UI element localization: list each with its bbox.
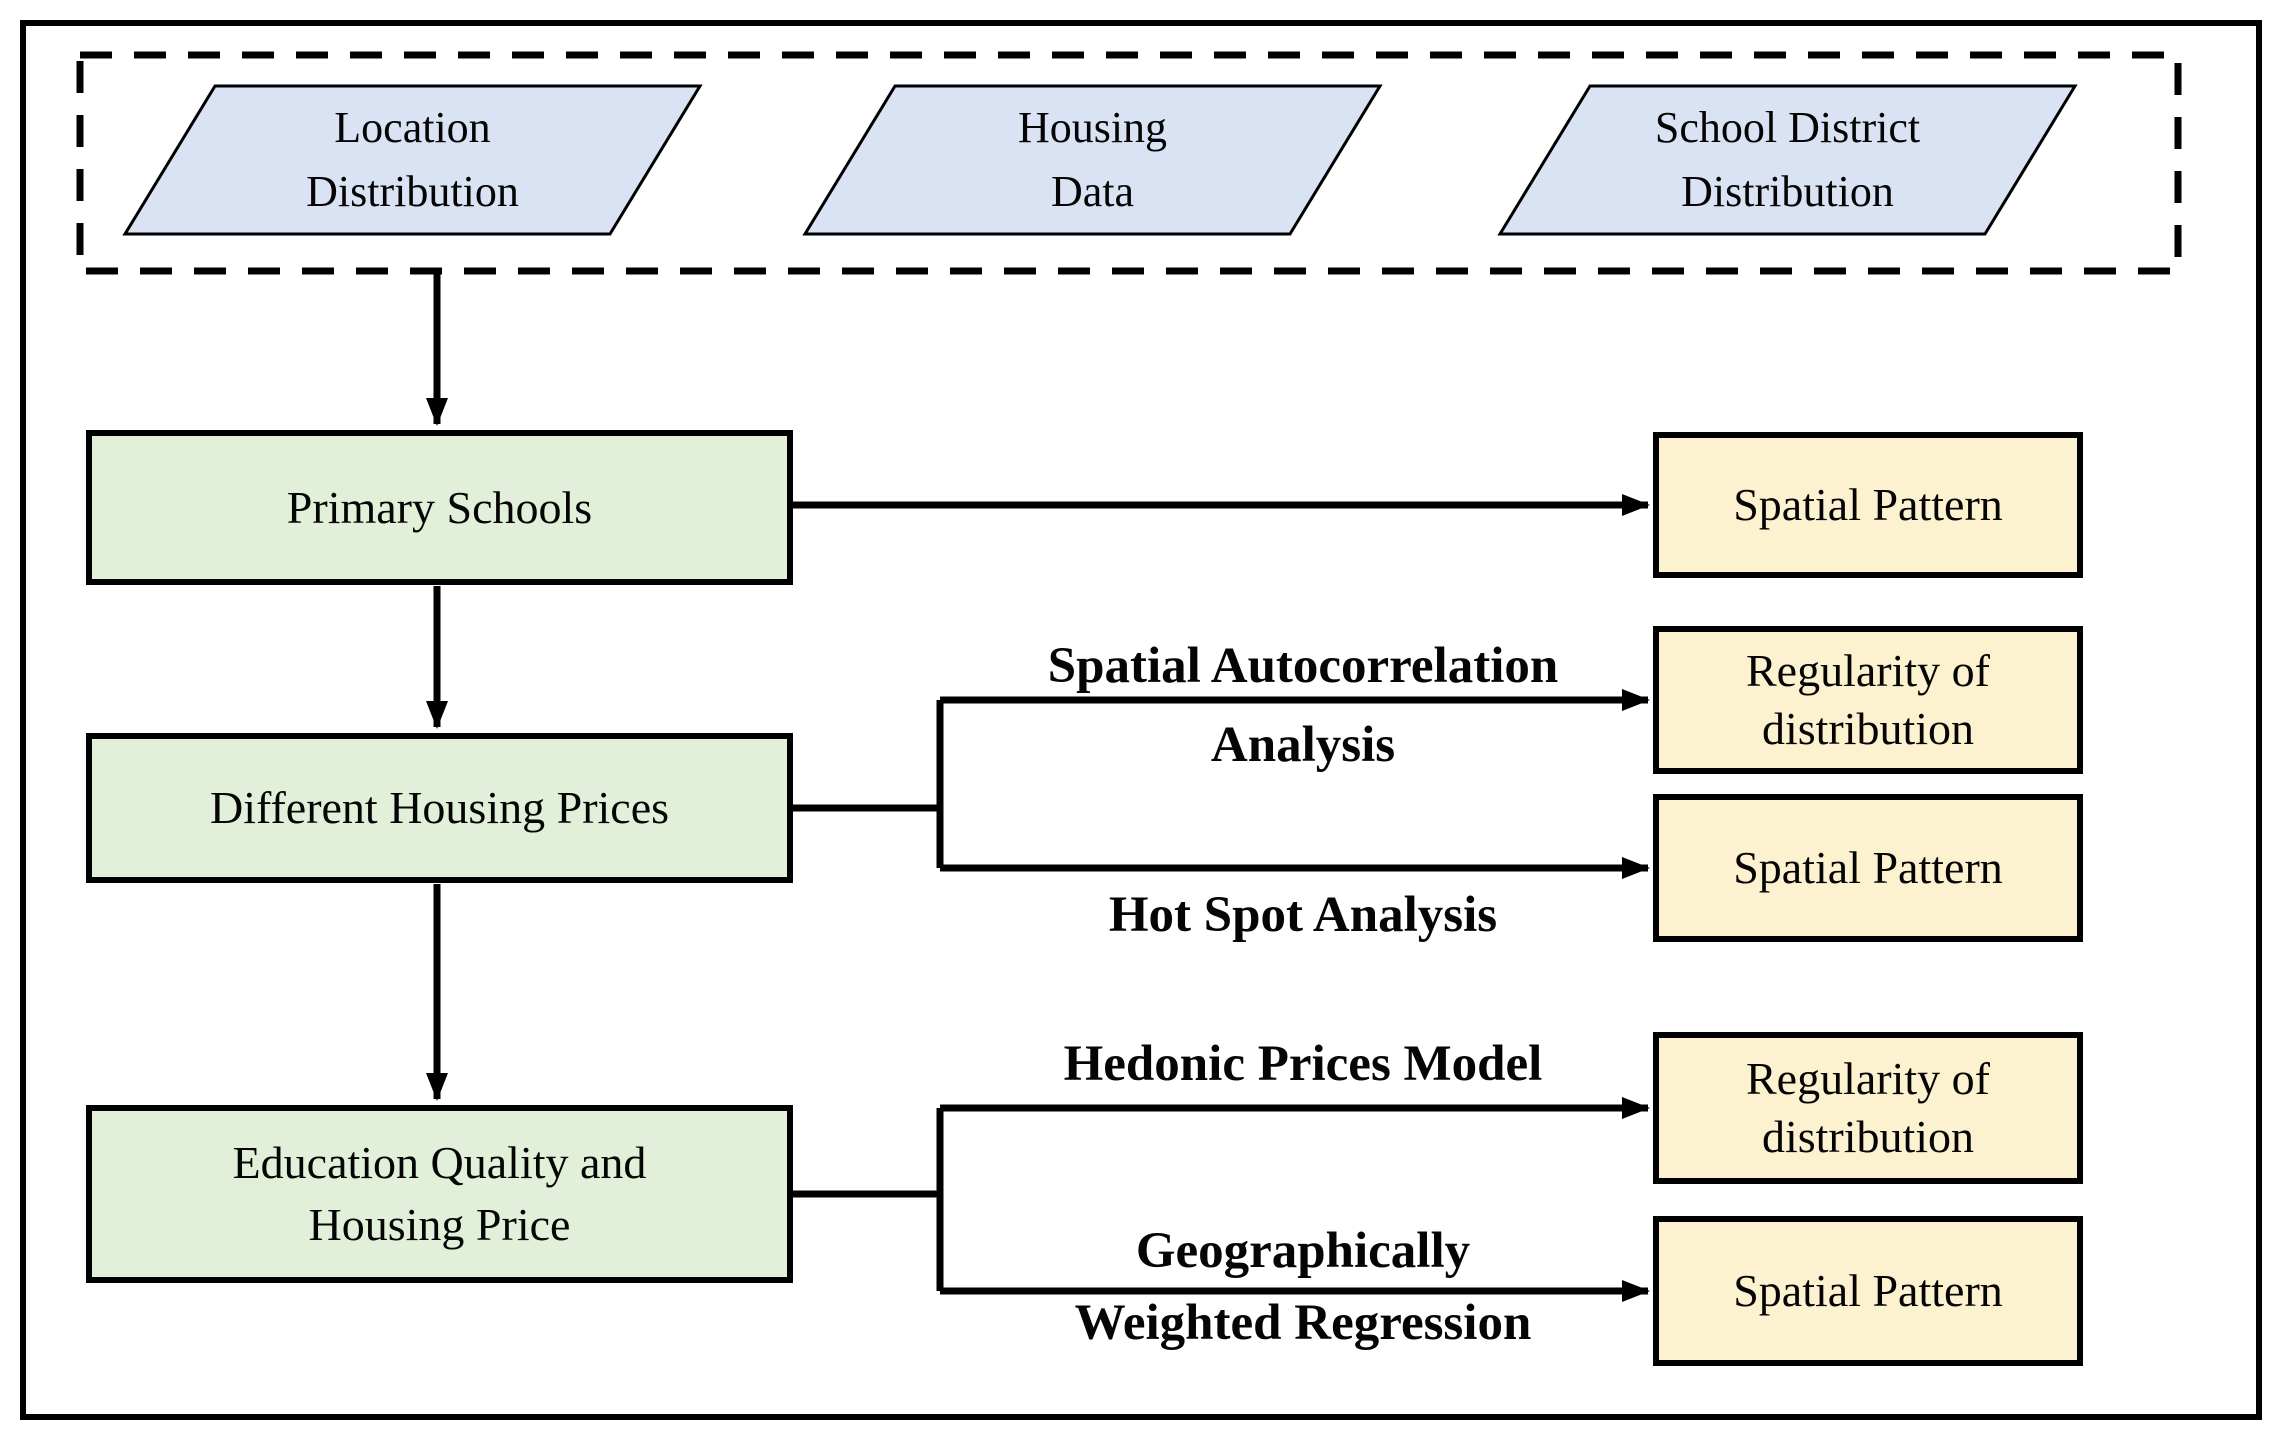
outer-border [20, 20, 2262, 1420]
input-housing-data: Housing Data [805, 85, 1380, 235]
method-label-weighted-regression: Weighted Regression [1074, 1295, 1532, 1351]
input-group-dashed-border [76, 51, 2182, 275]
stage-different-housing-prices: Different Housing Prices [86, 733, 793, 883]
label-line: Distribution [306, 167, 519, 216]
stage-primary-schools: Primary Schools [86, 430, 793, 585]
label-line: Distribution [1681, 167, 1894, 216]
label-line: Spatial Pattern [1733, 479, 2003, 530]
output-spatial-pattern-1: Spatial Pattern [1653, 432, 2083, 578]
label-line: Spatial Pattern [1733, 1265, 2003, 1316]
label-line: Data [1050, 167, 1135, 216]
parallelogram-location-distribution [122, 84, 703, 236]
input-school-district-distribution: School District Distribution [1500, 85, 2075, 235]
output-regularity-of-distribution-2: Regularity of distribution [1653, 1032, 2083, 1184]
label-line: distribution [1761, 1111, 1975, 1162]
method-label-geographically: Geographically [1135, 1223, 1471, 1279]
label-line: Location [334, 103, 491, 152]
label-line: Housing [1017, 103, 1168, 152]
label-line: Regularity of [1746, 1053, 1990, 1104]
method-label-spatial-autocorrelation: Spatial Autocorrelation [1047, 638, 1559, 694]
parallelogram-housing-data [802, 84, 1383, 236]
stage-education-quality-housing-price: Education Quality and Housing Price [86, 1105, 793, 1283]
label-line: Different Housing Prices [209, 782, 670, 833]
label-line: Regularity of [1746, 645, 1990, 696]
label-line: Housing Price [308, 1199, 571, 1250]
output-spatial-pattern-3: Spatial Pattern [1653, 1216, 2083, 1366]
input-location-distribution: Location Distribution [125, 85, 700, 235]
label-line: Education Quality and [232, 1137, 647, 1188]
output-regularity-of-distribution-1: Regularity of distribution [1653, 626, 2083, 774]
method-label-spatial-autocorrelation-analysis: Analysis [1210, 717, 1396, 773]
label-line: Primary Schools [286, 481, 593, 533]
label-line: distribution [1761, 703, 1975, 754]
method-label-hot-spot-analysis: Hot Spot Analysis [1108, 887, 1498, 943]
method-label-hedonic-prices-model: Hedonic Prices Model [1063, 1036, 1543, 1092]
output-spatial-pattern-2: Spatial Pattern [1653, 794, 2083, 942]
label-line: Spatial Pattern [1733, 842, 2003, 893]
label-line: School District [1654, 103, 1921, 152]
parallelogram-school-district-distribution [1497, 84, 2078, 236]
